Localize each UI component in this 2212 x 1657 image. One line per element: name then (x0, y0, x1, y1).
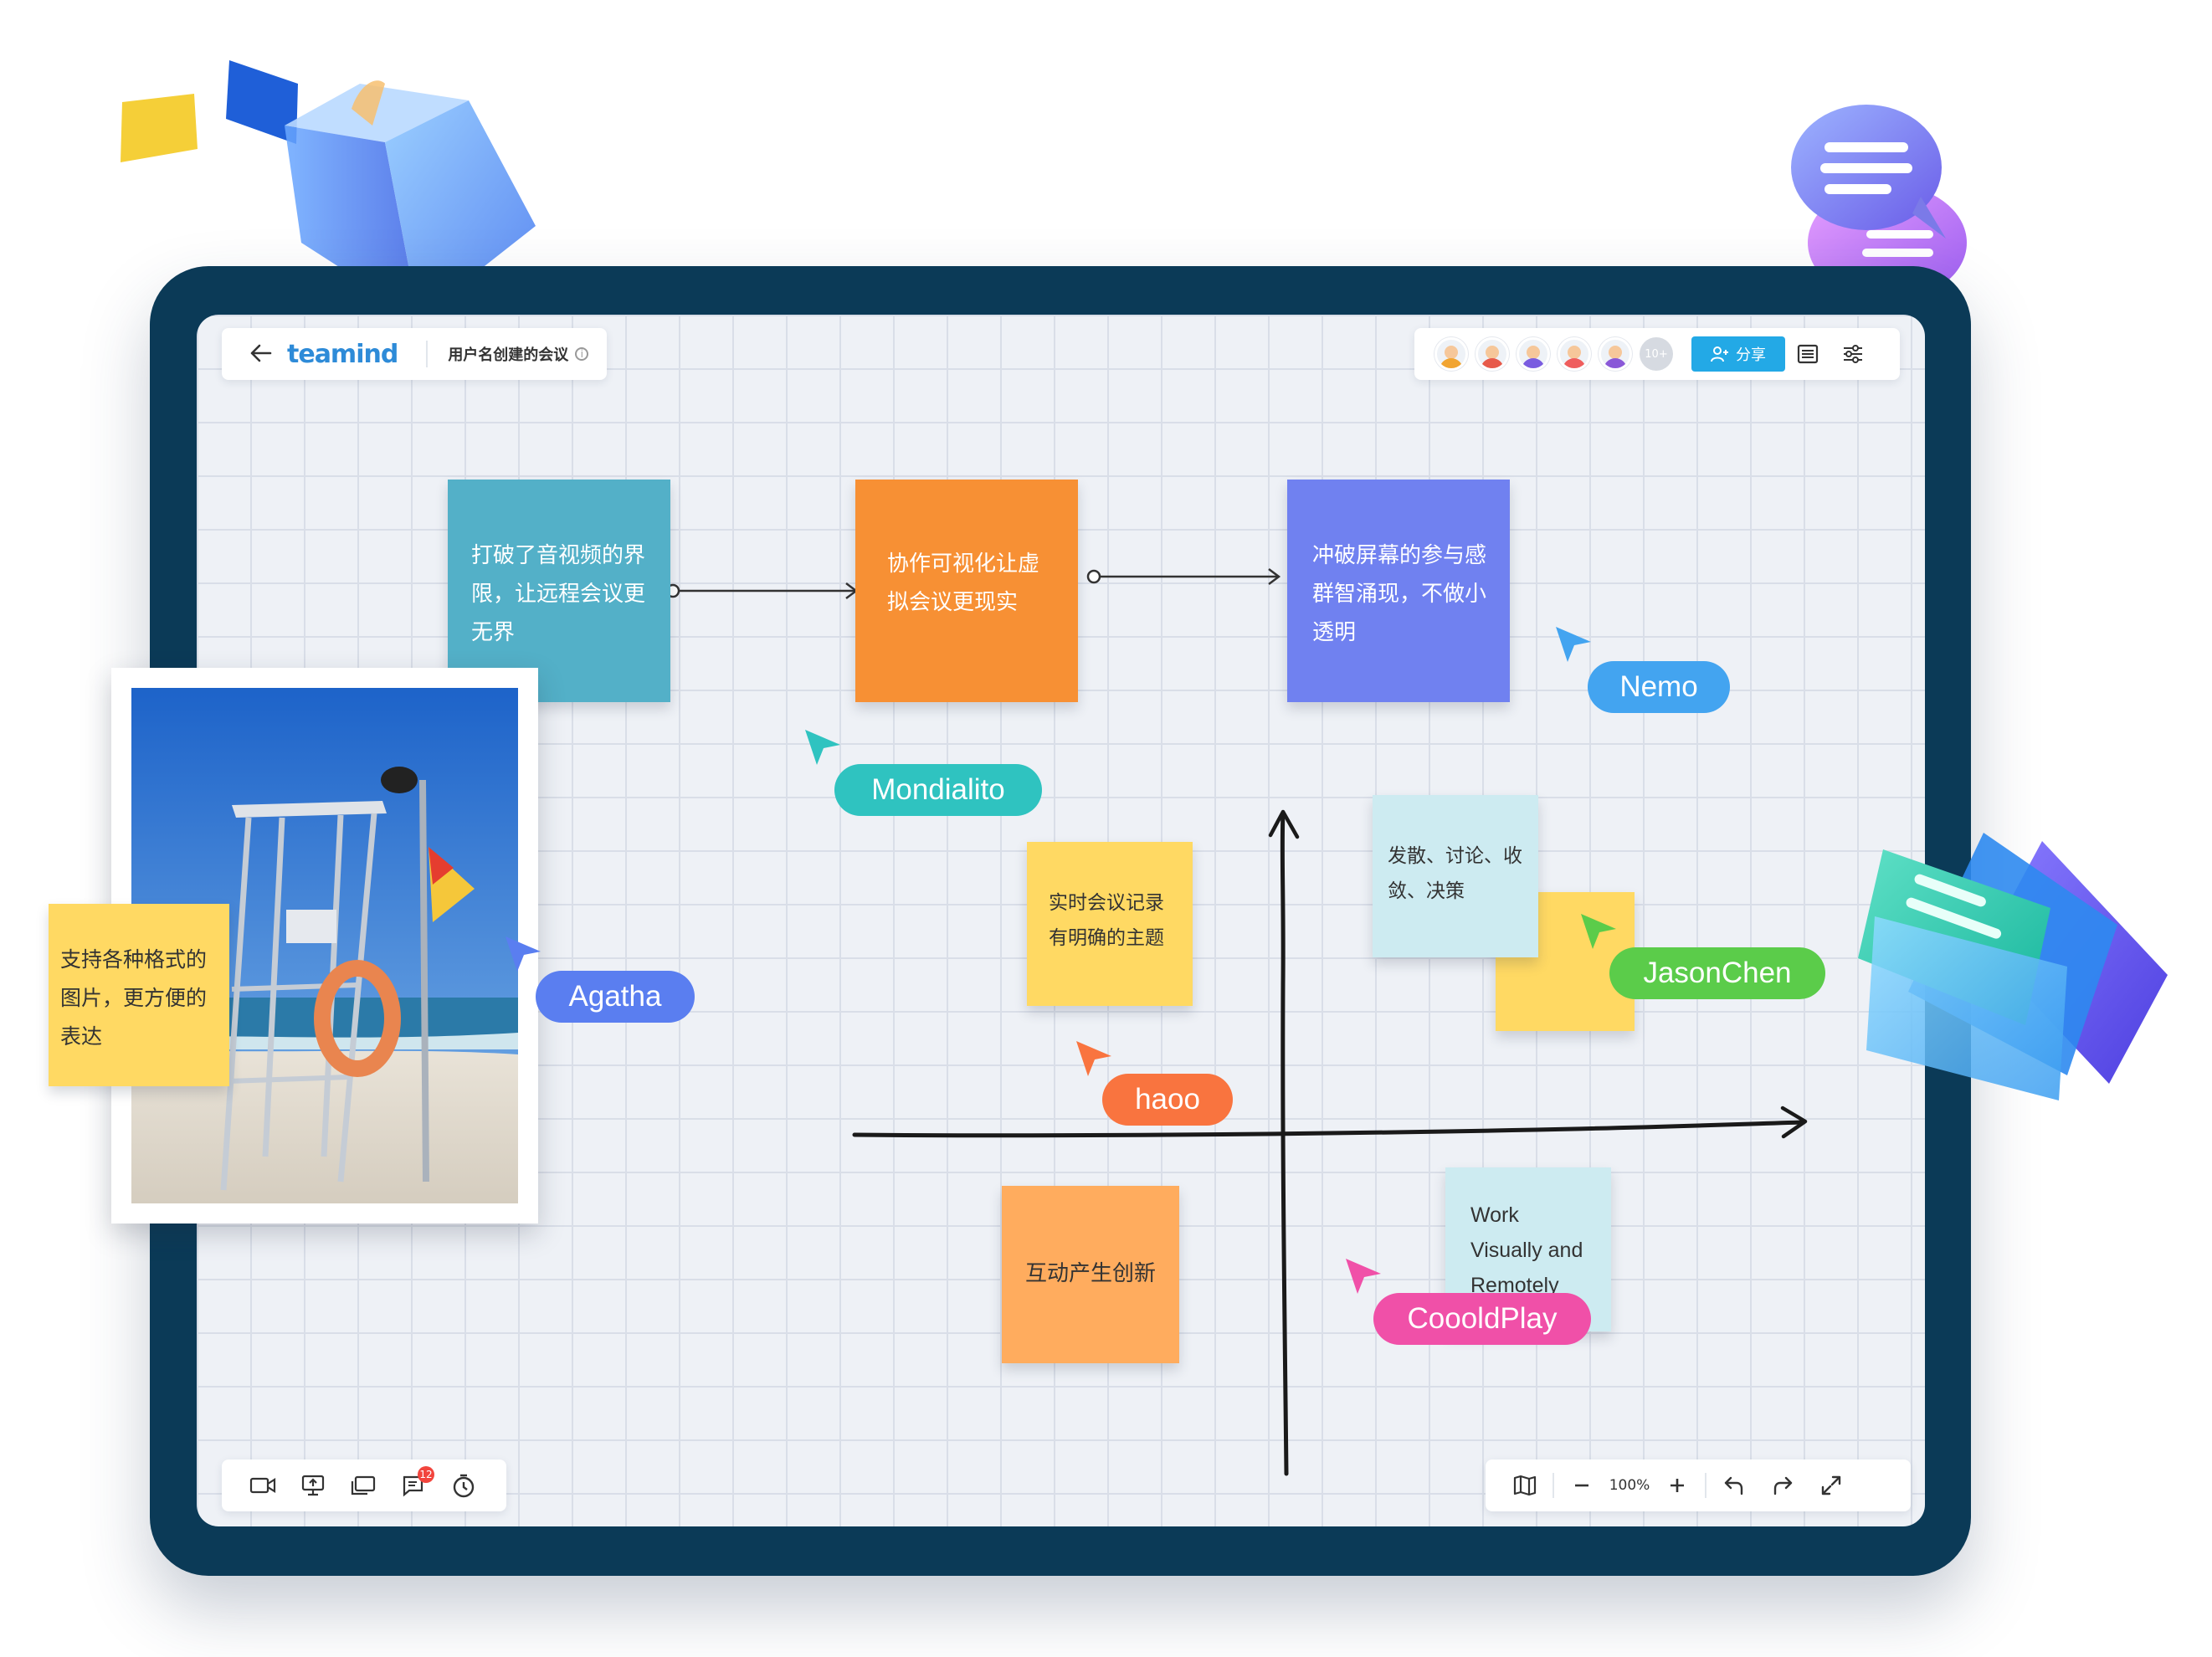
cursor-label-cooold: CoooldPlay (1373, 1293, 1591, 1345)
chat-icon[interactable]: 12 (399, 1466, 434, 1500)
yellow-paper-decoration (121, 94, 198, 162)
sticky-note-av[interactable]: 打破了音视频的界 限，让远程会议更 无界 (448, 480, 670, 702)
note-line: 打破了音视频的界 (471, 543, 646, 568)
participant-avatar[interactable] (1434, 337, 1468, 371)
back-arrow-icon[interactable] (250, 340, 279, 369)
note-line: Visually and (1470, 1239, 1583, 1262)
sticky-note-record[interactable]: 实时会议记录 有明确的主题 (1027, 842, 1193, 1006)
share-button[interactable]: 分享 (1691, 336, 1785, 372)
undo-icon[interactable] (1720, 1471, 1748, 1500)
meeting-title[interactable]: 用户名创建的会议 (448, 346, 569, 364)
note-line: 发散、讨论、收 (1388, 845, 1522, 867)
participant-avatar[interactable] (1476, 337, 1509, 371)
participant-avatar[interactable] (1599, 337, 1632, 371)
add-user-icon (1711, 346, 1728, 362)
note-line: 群智涌现，不做小 (1312, 582, 1487, 607)
cursor-label-agatha: Agatha (536, 971, 695, 1023)
note-line: 拟会议更现实 (887, 590, 1019, 615)
zoom-level[interactable]: 100% (1609, 1477, 1650, 1494)
redo-icon[interactable] (1768, 1471, 1797, 1500)
cursor-arrow-icon (1076, 1041, 1111, 1076)
screen-share-icon[interactable] (299, 1471, 327, 1500)
note-line: 无界 (471, 620, 516, 645)
bottom-left-toolbar: 12 (222, 1459, 506, 1511)
top-left-toolbar: teamind 用户名创建的会议 i (222, 328, 607, 380)
note-line: 冲破屏幕的参与感 (1312, 543, 1487, 568)
sticky-note-diverge[interactable]: 发散、讨论、收 敛、决策 (1373, 795, 1538, 957)
fullscreen-icon[interactable] (1817, 1471, 1845, 1500)
sticky-note-formats[interactable]: 支持各种格式的 图片，更方便的 表达 (49, 904, 229, 1086)
video-icon[interactable] (249, 1471, 277, 1500)
note-line: 图片，更方便的 (60, 986, 208, 1010)
note-line: 支持各种格式的 (60, 947, 208, 972)
note-line: 互动产生创新 (1025, 1261, 1157, 1286)
sticky-note-interact[interactable]: 互动产生创新 (1002, 1186, 1179, 1363)
participant-avatar[interactable] (1558, 337, 1591, 371)
note-line: 敛、决策 (1388, 880, 1465, 902)
divider (1553, 1473, 1554, 1498)
cursor-label-nemo: Nemo (1588, 661, 1730, 713)
cursor-arrow-icon (1346, 1259, 1381, 1294)
note-line: 表达 (60, 1024, 103, 1049)
info-icon[interactable]: i (575, 347, 589, 361)
note-line: 透明 (1312, 620, 1357, 645)
zoom-in-icon[interactable] (1663, 1471, 1691, 1500)
divider (1705, 1473, 1706, 1498)
sticky-note-break[interactable]: 冲破屏幕的参与感 群智涌现，不做小 透明 (1287, 480, 1510, 702)
top-right-toolbar: 10+ 分享 (1414, 328, 1900, 380)
settings-icon[interactable] (1830, 344, 1876, 364)
bottom-right-toolbar: 100% (1486, 1459, 1911, 1511)
list-icon[interactable] (1785, 344, 1830, 364)
cursor-label-mondialito: Mondialito (834, 764, 1042, 816)
teamind-logo[interactable]: teamind (287, 339, 398, 369)
share-label: 分享 (1736, 346, 1766, 364)
more-participants-badge[interactable]: 10+ (1640, 337, 1673, 371)
cursor-label-jasonchen: JasonChen (1609, 947, 1825, 999)
map-icon[interactable] (1511, 1471, 1539, 1500)
sticky-note-collab[interactable]: 协作可视化让虚 拟会议更现实 (855, 480, 1078, 702)
unread-badge: 12 (418, 1466, 434, 1483)
note-line: 限，让远程会议更 (471, 582, 646, 607)
cursor-label-haoo: haoo (1102, 1074, 1233, 1126)
cursor-arrow-icon (1581, 914, 1616, 949)
folder-decoration (1858, 833, 2168, 1100)
connectors-and-axes (665, 568, 1808, 1476)
cursor-arrow-icon (805, 730, 840, 765)
note-line: 协作可视化让虚 (887, 551, 1040, 577)
note-line: 实时会议记录 (1049, 892, 1164, 914)
note-line: Work (1470, 1203, 1519, 1227)
whiteboard-icon[interactable] (349, 1471, 377, 1500)
participant-avatar[interactable] (1517, 337, 1550, 371)
chat-bubbles-decoration (1791, 105, 1967, 305)
note-line: 有明确的主题 (1049, 927, 1164, 949)
cursor-arrow-icon (506, 936, 541, 972)
cursor-arrow-icon (1556, 627, 1591, 662)
timer-icon[interactable] (449, 1471, 478, 1500)
zoom-out-icon[interactable] (1568, 1471, 1596, 1500)
blue-paper-decoration (226, 60, 298, 144)
divider (426, 341, 429, 367)
